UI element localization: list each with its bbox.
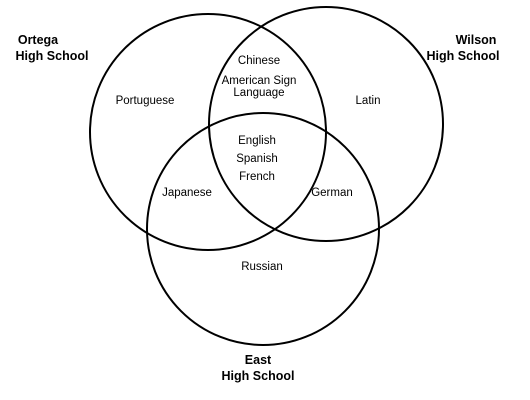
wilson-school-label: Wilson (456, 33, 497, 47)
region-east-only-language: Russian (241, 261, 283, 273)
region-ortega-east-language: Japanese (162, 187, 212, 199)
east-circle (146, 112, 380, 346)
region-ortega-only-language: Portuguese (116, 95, 175, 107)
region-ortega-wilson-language-2-line2: Language (233, 87, 284, 99)
region-ortega-wilson-language-1: Chinese (238, 55, 280, 67)
region-wilson-only-language: Latin (356, 95, 381, 107)
region-all-three-language-3: French (239, 171, 275, 183)
ortega-school-label-line2: High School (16, 49, 89, 63)
ortega-school-label: Ortega (18, 33, 59, 47)
region-wilson-east-language: German (311, 187, 353, 199)
region-all-three-language-1: English (238, 135, 276, 147)
region-ortega-wilson-language-2: American Sign (222, 75, 297, 87)
wilson-school-label-line2: High School (427, 49, 500, 63)
east-school-label: East (245, 353, 272, 367)
ortega-circle (89, 13, 327, 251)
region-all-three-language-2: Spanish (236, 153, 278, 165)
wilson-circle (208, 6, 444, 242)
east-school-label-line2: High School (222, 369, 295, 383)
